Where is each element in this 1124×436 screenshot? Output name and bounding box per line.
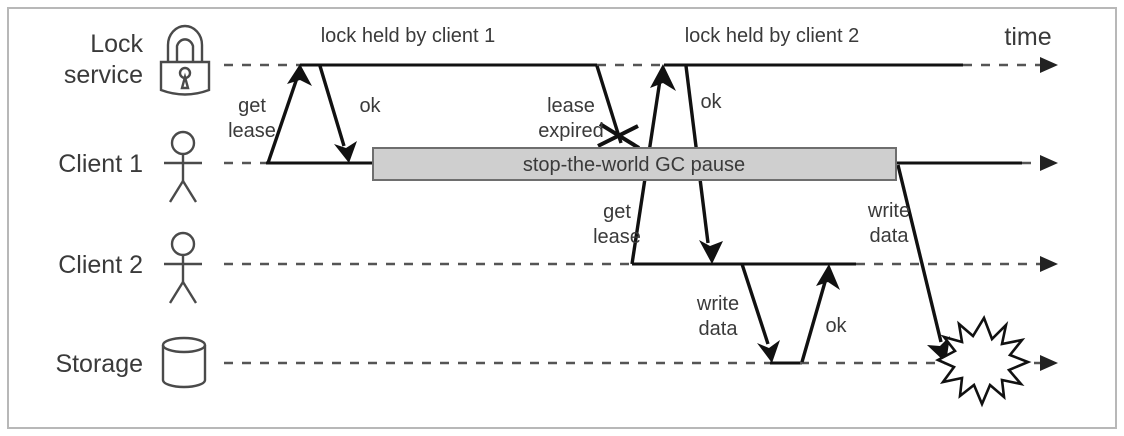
figure-border (7, 7, 1117, 429)
time-axis-label: time (1004, 23, 1051, 51)
note-lock-held-by-client-1: lock held by client 1 (321, 25, 496, 47)
conflict-explosion-icon (935, 315, 1032, 408)
message-label-get-lease-2-line1: get (603, 201, 631, 223)
time-arrowhead-storage (1040, 355, 1058, 371)
gc-pause-label: stop-the-world GC pause (523, 154, 745, 176)
message-arrow-write-data-1 (740, 263, 780, 363)
lane-label-storage: Storage (55, 350, 143, 378)
message-arrow-lease-expired (595, 65, 641, 150)
time-arrowhead-client-2 (1040, 256, 1058, 272)
message-label-lease-expired-line1: lease (547, 95, 595, 117)
message-label-get-lease-2-line2: lease (593, 226, 641, 248)
message-label-write-data-2-line2: data (870, 225, 910, 247)
time-arrowhead-lock-service (1040, 57, 1058, 73)
lane-label-client-1: Client 1 (58, 150, 143, 178)
gc-pause-box (372, 147, 897, 181)
message-arrow-get-lease-1 (266, 64, 312, 164)
message-label-get-lease-1-line1: get (238, 95, 266, 117)
lane-label-lock-service-line1: Lock (90, 30, 143, 58)
time-arrowhead-client-1 (1040, 155, 1058, 171)
database-cylinder-icon (161, 336, 207, 389)
padlock-icon (159, 24, 211, 96)
message-label-ok-2: ok (700, 91, 722, 113)
message-label-lease-expired-line2: expired (538, 120, 604, 142)
message-label-write-data-1-line2: data (699, 318, 739, 340)
message-label-ok-1: ok (359, 95, 381, 117)
message-label-write-data-2-line1: write (867, 200, 910, 222)
lane-label-lock-service-line2: service (64, 61, 143, 89)
stick-figure-icon-client-2 (164, 231, 202, 304)
message-label-write-data-1-line1: write (696, 293, 739, 315)
message-arrow-write-data-2 (896, 164, 950, 363)
message-arrow-ok-3 (800, 264, 840, 363)
message-label-get-lease-1-line2: lease (228, 120, 276, 142)
stick-figure-icon-client-1 (164, 130, 202, 203)
note-lock-held-by-client-2: lock held by client 2 (685, 25, 860, 47)
message-arrow-ok-1 (318, 65, 357, 163)
message-label-ok-3: ok (825, 315, 847, 337)
lane-label-client-2: Client 2 (58, 251, 143, 279)
